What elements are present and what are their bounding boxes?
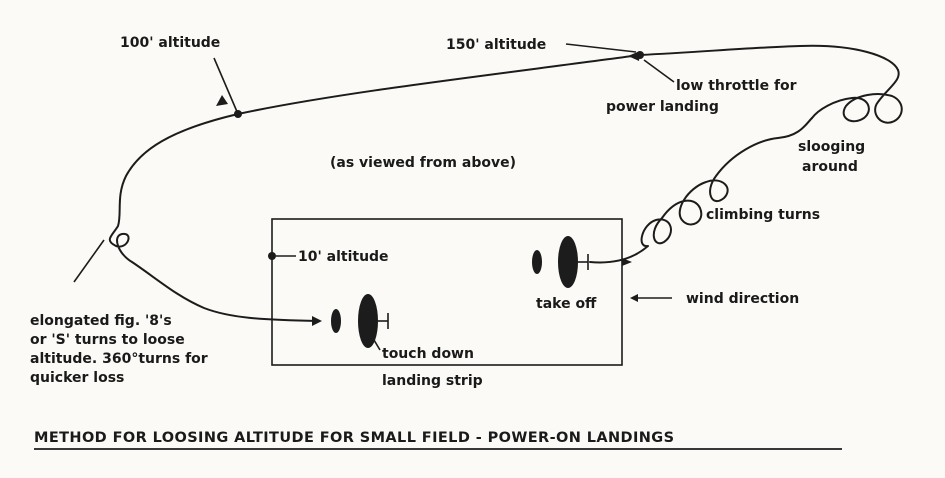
label-low-throttle-2: power landing xyxy=(606,99,719,115)
leader-touch-down xyxy=(373,339,381,351)
arrow-head xyxy=(216,95,228,106)
leader-fig8 xyxy=(73,239,105,283)
label-viewed-from-above: (as viewed from above) xyxy=(330,155,516,171)
label-10-altitude: 10' altitude xyxy=(298,249,389,265)
leader-low-throttle xyxy=(643,59,675,83)
arrow-head xyxy=(622,258,632,266)
flight-path-return xyxy=(639,44,899,71)
touchdown-airplane-icon xyxy=(331,294,389,348)
label-fig8-2: or 'S' turns to loose xyxy=(30,332,185,348)
flight-path-climbing xyxy=(589,117,813,264)
label-fig8-1: elongated fig. '8's xyxy=(30,313,172,329)
flight-path-slooging xyxy=(811,69,903,124)
label-fig8-4: quicker loss xyxy=(30,370,124,386)
landing-strip-box xyxy=(271,218,623,366)
wind-arrow-head xyxy=(630,294,638,302)
label-100-altitude: 100' altitude xyxy=(120,35,220,51)
label-wind-direction: wind direction xyxy=(686,291,799,307)
label-slooging-1: slooging xyxy=(798,139,865,155)
marker-150-dot xyxy=(636,51,644,59)
label-landing-strip: landing strip xyxy=(382,373,483,389)
label-fig8-3: altitude. 360°turns for xyxy=(30,351,208,367)
label-take-off: take off xyxy=(536,296,597,312)
label-slooging-2: around xyxy=(802,159,858,175)
leader-100 xyxy=(213,57,239,115)
leader-150 xyxy=(565,43,637,53)
arrow-head xyxy=(312,316,322,326)
diagram-title: METHOD FOR LOOSING ALTITUDE FOR SMALL FI… xyxy=(34,430,674,446)
label-low-throttle-1: low throttle for xyxy=(676,78,797,94)
flight-path-descent xyxy=(108,54,641,322)
label-150-altitude: 150' altitude xyxy=(446,37,546,53)
label-climbing-turns: climbing turns xyxy=(706,207,820,223)
marker-10-dot xyxy=(268,252,276,260)
takeoff-airplane-icon xyxy=(532,236,589,288)
label-touch-down: touch down xyxy=(382,346,474,362)
